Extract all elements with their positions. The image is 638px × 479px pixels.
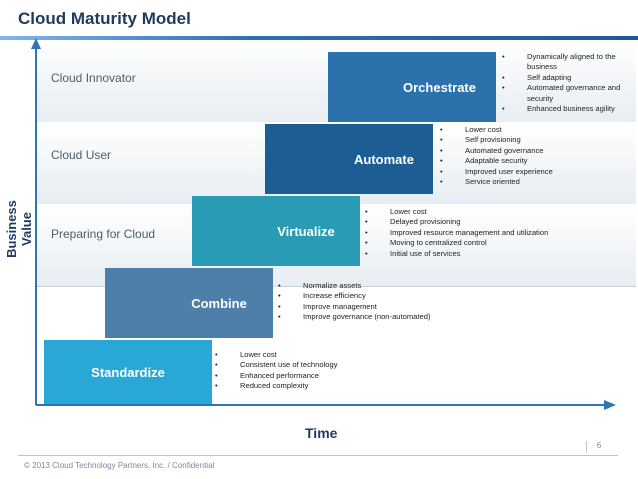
bullet-item: •Moving to centralized control — [365, 238, 487, 248]
bullet-item: •Improve management — [278, 301, 377, 311]
title-underline — [0, 36, 638, 40]
bullet-item: •Improve governance (non-automated) — [278, 312, 431, 322]
bullets-automate: •Lower cost •Self provisioning •Automate… — [440, 125, 590, 187]
bullet-item: •Delayed provisioning — [365, 217, 461, 227]
bullet-item: •Improved resource management and utiliz… — [365, 227, 549, 237]
bullet-item: •Enhanced performance — [215, 370, 319, 380]
bullet-item: •Lower cost — [215, 350, 277, 359]
bullets-standardize: •Lower cost •Consistent use of technolog… — [215, 350, 365, 392]
step-combine: Combine — [105, 268, 273, 338]
step-automate: Automate — [265, 124, 433, 194]
bullet-item: •Self provisioning — [440, 135, 521, 145]
x-axis-arrowhead — [604, 400, 616, 410]
step-label-virtualize: Virtualize — [277, 223, 335, 239]
bullet-item: •Consistent use of technology — [215, 360, 338, 370]
bullet-item: •Adaptable security — [440, 156, 528, 166]
x-axis-label: Time — [305, 425, 338, 441]
bullets-combine: •Normalize assets •Increase efficiency •… — [278, 281, 468, 323]
step-label-combine: Combine — [191, 295, 247, 311]
bullets-orchestrate: •Dynamically aligned to the business •Se… — [502, 52, 634, 114]
step-virtualize: Virtualize — [192, 196, 360, 266]
footer-divider — [18, 455, 618, 456]
bullet-item: •Lower cost — [365, 207, 427, 216]
step-label-automate: Automate — [354, 151, 414, 167]
bullet-item: •Improved user experience — [440, 166, 553, 176]
bullet-item: •Automated governance and security — [502, 83, 621, 103]
footer-copyright: © 2013 Cloud Technology Partners, Inc. /… — [24, 461, 215, 470]
bullet-item: •Automated governance — [440, 145, 544, 155]
page-number: 6 — [586, 441, 611, 453]
step-label-orchestrate: Orchestrate — [403, 79, 476, 95]
band-label-cloud-innovator: Cloud Innovator — [51, 71, 136, 85]
bullet-item: •Service oriented — [440, 177, 520, 187]
band-label-cloud-user: Cloud User — [51, 148, 112, 162]
bullet-item: •Initial use of services — [365, 248, 461, 258]
bullet-item: •Increase efficiency — [278, 291, 366, 301]
bullet-item: •Enhanced business agility — [502, 104, 615, 114]
bullet-item: •Lower cost — [440, 125, 502, 134]
y-axis-label: Business Value — [4, 200, 34, 258]
page-title: Cloud Maturity Model — [18, 9, 191, 28]
bullet-item: •Dynamically aligned to the business — [502, 52, 616, 72]
bullet-item: •Normalize assets — [278, 281, 362, 290]
band-label-preparing-for-cloud: Preparing for Cloud — [51, 227, 156, 241]
step-standardize: Standardize — [44, 340, 212, 404]
step-label-standardize: Standardize — [91, 364, 165, 380]
step-orchestrate: Orchestrate — [328, 52, 496, 122]
bullet-item: •Reduced complexity — [215, 381, 309, 391]
bullets-virtualize: •Lower cost •Delayed provisioning •Impro… — [365, 207, 595, 259]
bullet-item: •Self adapting — [502, 72, 572, 82]
y-axis-arrowhead — [31, 38, 41, 49]
